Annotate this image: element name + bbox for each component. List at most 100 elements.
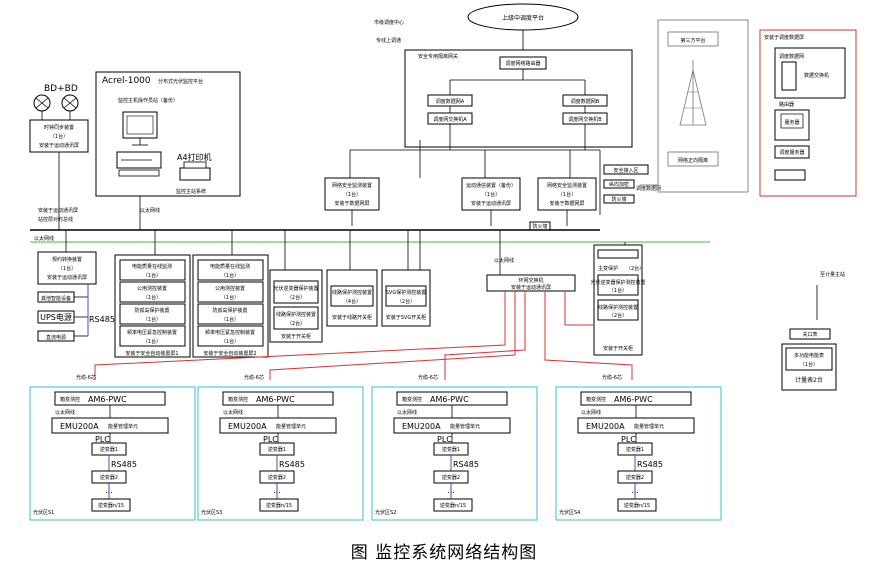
- svg-text:（1台）: （1台）: [221, 338, 239, 345]
- svg-text:调度数据网A: 调度数据网A: [436, 98, 465, 105]
- inverter-1-label: 逆变器1: [268, 446, 286, 453]
- svg-text:关口表: 关口表: [802, 331, 817, 338]
- net-sec-device-label: 安全专用隔离网关: [418, 53, 458, 60]
- svg-text:（2台）: （2台）: [287, 320, 305, 327]
- svg-text:调度服务器: 调度服务器: [779, 149, 804, 156]
- meter-model: AM6-PWC: [430, 395, 469, 404]
- acrel-footer: 监控主站系统: [176, 188, 206, 195]
- inverter-n-label: 逆变器n/15: [98, 502, 124, 509]
- svg-text:以太网线: 以太网线: [34, 235, 54, 242]
- substation-frame: [555, 386, 722, 521]
- svg-text:防火墙: 防火墙: [532, 223, 547, 230]
- fiber-label: 光缆-6芯: [244, 374, 264, 381]
- svg-text:安装于数据网屏: 安装于数据网屏: [334, 200, 369, 207]
- svg-text:直流电源: 直流电源: [46, 334, 66, 341]
- inverter-2-box: [91, 470, 127, 484]
- svg-text:环网交换机: 环网交换机: [518, 277, 543, 284]
- dispatch-center-label: 上级中调度平台: [502, 14, 544, 22]
- svg-text:规约转换装置: 规约转换装置: [52, 256, 82, 263]
- meter-prefix: 箱变测控: [586, 396, 606, 403]
- rs485-label: RS485: [453, 460, 479, 469]
- acrel-title: Acrel-1000: [102, 76, 151, 86]
- emu-suffix: 能量管理单元: [108, 423, 138, 430]
- clock-sync-box: [29, 119, 89, 153]
- plc-label: PLC: [437, 435, 452, 444]
- svg-text:（2台）: （2台）: [397, 298, 415, 305]
- server-monitor-icon: 服务器: [780, 113, 804, 129]
- ellipsis: ...: [631, 486, 639, 495]
- substation-name: 光伏区S4: [559, 509, 580, 516]
- svg-text:以太网线: 以太网线: [140, 207, 160, 214]
- svg-text:光伏逆变器保护装置: 光伏逆变器保护装置: [273, 285, 318, 292]
- svg-text:（1台）: （1台）: [800, 361, 818, 368]
- network-line-label: 专线上调通: [376, 37, 401, 44]
- svg-text:网络安全监测装置: 网络安全监测装置: [547, 182, 587, 189]
- server-rack-icon: [774, 169, 806, 181]
- bdbd-label: BD+BD: [44, 84, 78, 94]
- ethernet-label: 以太网线: [55, 409, 75, 416]
- svg-text:防火墙: 防火墙: [611, 196, 626, 203]
- printer-label: A4打印机: [177, 152, 212, 162]
- svg-text:调度数据网: 调度数据网: [779, 53, 804, 60]
- svg-text:安装于运动通讯屏: 安装于运动通讯屏: [471, 200, 511, 207]
- inverter-n-box: [91, 498, 131, 512]
- inverter-n-label: 逆变器n/15: [624, 502, 650, 509]
- ellipsis: ...: [273, 486, 281, 495]
- svg-text:UPS电源: UPS电源: [40, 312, 72, 322]
- emu-suffix: 能量管理单元: [450, 423, 480, 430]
- meter-prefix: 箱变测控: [402, 396, 422, 403]
- svg-text:（2台）: （2台）: [287, 294, 305, 301]
- panel2-footer: 安装于安全自动装置屏2: [203, 350, 256, 357]
- svg-text:电能质量在线监测: 电能质量在线监测: [210, 263, 250, 270]
- svg-text:（1台）: （1台）: [558, 191, 576, 198]
- emu-model: EMU200A: [228, 422, 267, 431]
- svg-text:（1台）: （1台）: [221, 294, 239, 301]
- inverter-2-box: [617, 470, 653, 484]
- svg-text:（1台）: （1台）: [58, 265, 76, 272]
- inverter-1-label: 逆变器1: [626, 446, 644, 453]
- printer-icon: [179, 161, 211, 181]
- inverter-1-label: 逆变器1: [100, 446, 118, 453]
- svg-text:（2台）: （2台）: [609, 312, 627, 319]
- local-center-label: 市级调度中心: [374, 19, 404, 26]
- inverter-2-label: 逆变器2: [442, 474, 460, 481]
- svg-text:公用测控装置: 公用测控装置: [137, 285, 167, 292]
- inverter-n-label: 逆变器n/15: [440, 502, 466, 509]
- svg-text:线路保护测控装置: 线路保护测控装置: [276, 311, 316, 318]
- svg-text:调度网交换机A: 调度网交换机A: [433, 116, 467, 123]
- substation-name: 光伏区S2: [375, 509, 396, 516]
- meter-model: AM6-PWC: [88, 395, 127, 404]
- rs485-label: RS485: [279, 460, 305, 469]
- svg-text:（1台）: （1台）: [143, 294, 161, 301]
- svg-text:以太网线: 以太网线: [494, 257, 514, 264]
- svg-text:数据交换机: 数据交换机: [804, 72, 829, 79]
- left-rs485-label: RS485: [89, 315, 115, 324]
- svg-text:防孤岛保护装置: 防孤岛保护装置: [134, 307, 169, 314]
- secure-access-box: [603, 164, 649, 175]
- svg-text:安装于数据网屏: 安装于数据网屏: [549, 200, 584, 207]
- panel1-footer: 安装于安全自动装置屏1: [125, 350, 178, 357]
- meter-side-label: 至计量主站: [820, 271, 845, 278]
- figure-caption: 图 监控系统网络结构图: [350, 543, 538, 563]
- svg-text:（1台）: （1台）: [50, 133, 68, 140]
- emu-suffix: 能量管理单元: [276, 423, 306, 430]
- protocol-converter-box: [37, 251, 97, 285]
- substation-name: 光伏区S3: [201, 509, 222, 516]
- svg-text:安装于运动通讯屏: 安装于运动通讯屏: [511, 284, 551, 291]
- satellite-dish-icon-2: [61, 94, 79, 112]
- svg-text:路由器: 路由器: [779, 101, 794, 108]
- rs485-label: RS485: [111, 460, 137, 469]
- ethernet-label: 以太网线: [223, 409, 243, 416]
- antenna-icon: [679, 60, 707, 126]
- emu-model: EMU200A: [402, 422, 441, 431]
- svg-text:时钟同步装置: 时钟同步装置: [44, 124, 74, 131]
- ethernet-label: 以太网线: [581, 409, 601, 416]
- svg-text:（1台）: （1台）: [609, 287, 627, 294]
- inverter-2-label: 逆变器2: [626, 474, 644, 481]
- gateway-meter-box: [789, 328, 831, 340]
- inverter-2-box: [433, 470, 469, 484]
- net-sec-monitor-1: [324, 177, 380, 211]
- svg-text:（1台）: （1台）: [221, 316, 239, 323]
- dispatch-data-panel-title: 安装于调度数据屏: [764, 34, 804, 41]
